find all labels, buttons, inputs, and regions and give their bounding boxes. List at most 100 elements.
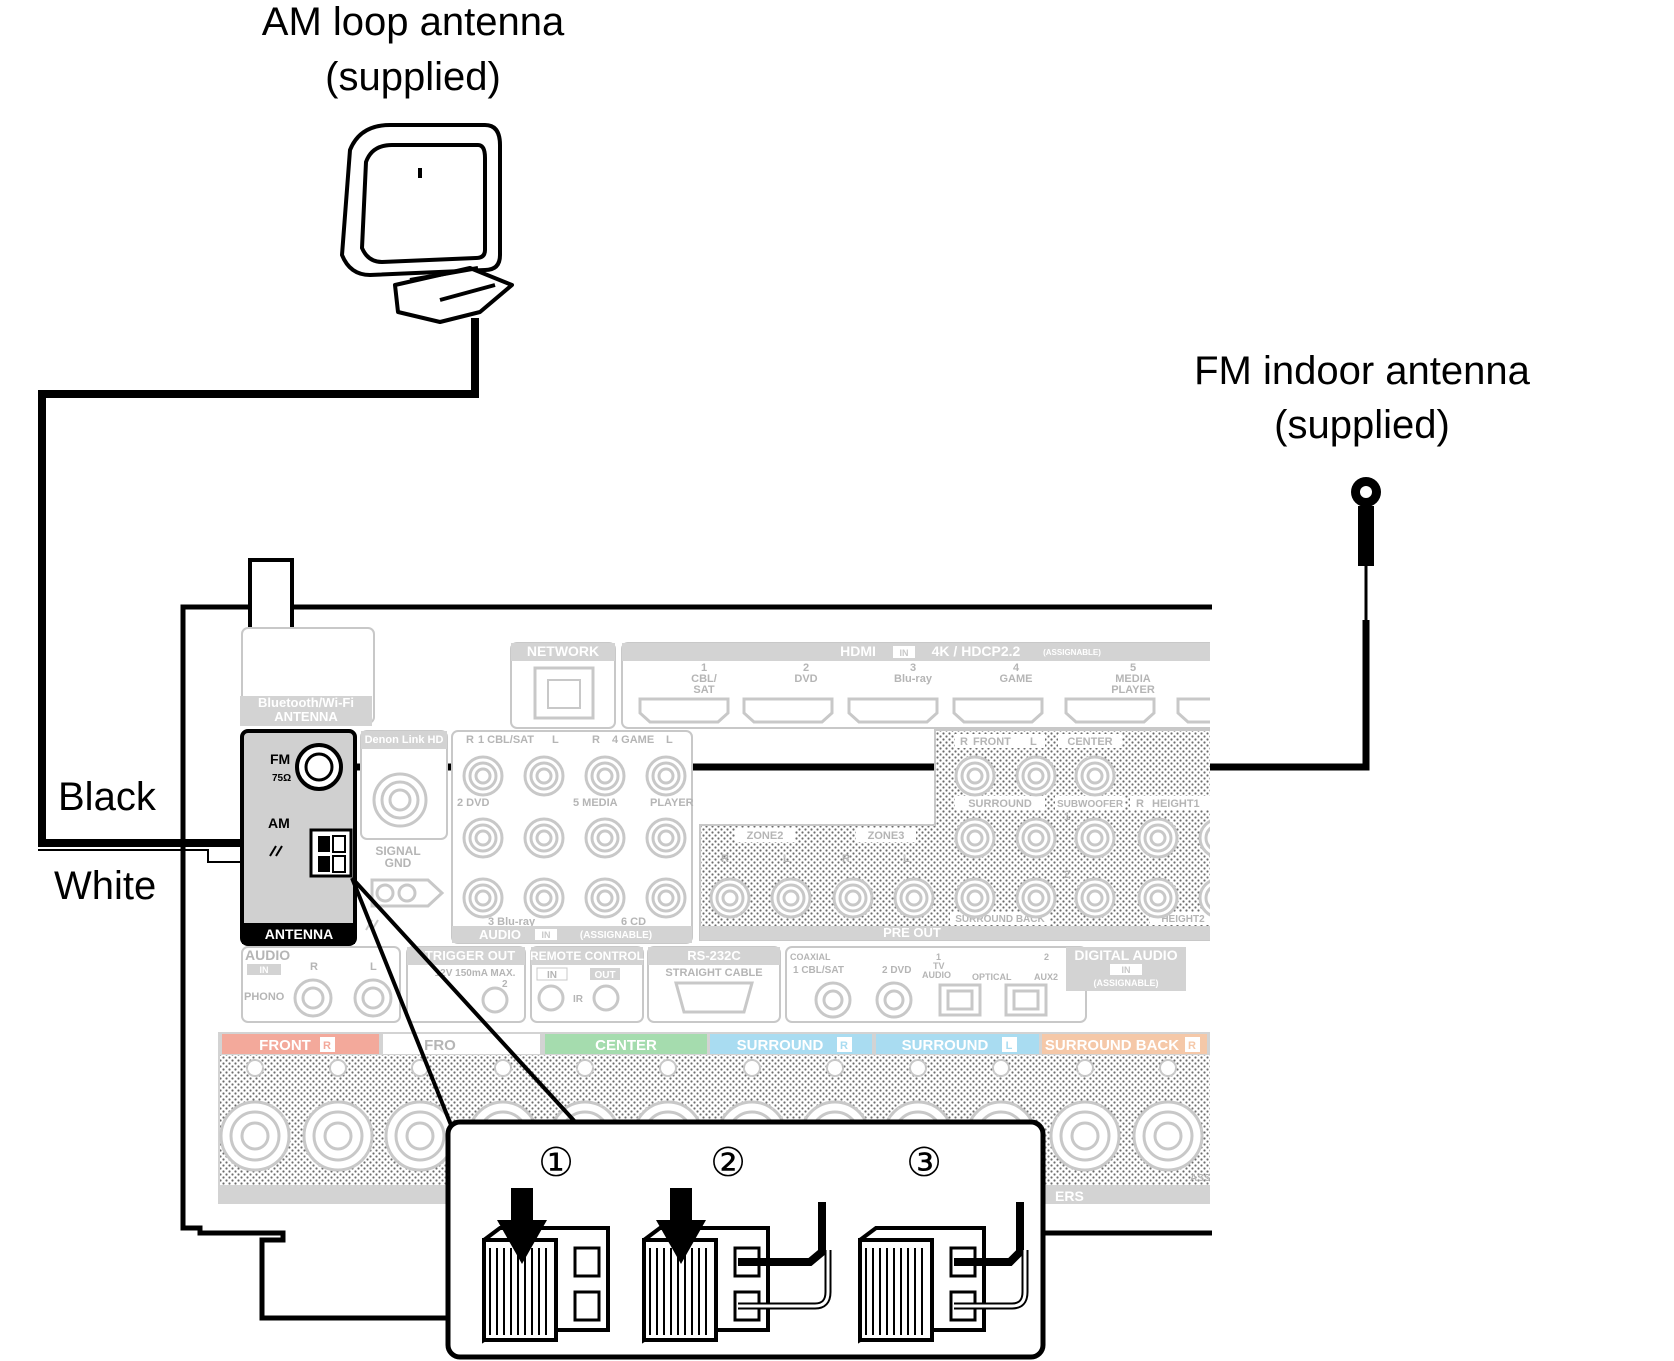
optical-label: OPTICAL bbox=[972, 972, 1012, 982]
aux2-label: AUX2 bbox=[1034, 972, 1058, 982]
audio-row2-left: 2 DVD bbox=[457, 797, 489, 809]
fm-jack-label: FM bbox=[270, 751, 290, 767]
fm-indoor-antenna-icon bbox=[1351, 477, 1381, 622]
zone3-r: R bbox=[842, 853, 850, 865]
audio-label: AUDIO bbox=[479, 927, 521, 942]
audio-jack-11 bbox=[584, 877, 626, 919]
step-1-press-arrow-icon bbox=[497, 1188, 547, 1264]
hdmi-input-1-name2: SAT bbox=[693, 684, 714, 696]
opt-1-label: 1 bbox=[936, 952, 941, 962]
remote-in-label: IN bbox=[547, 970, 557, 981]
spk-surround-r-ch: R bbox=[840, 1040, 848, 1052]
audio-jack-10 bbox=[523, 877, 565, 919]
pre-sub-1: 1 bbox=[1064, 811, 1070, 823]
step-3-terminal-icon bbox=[858, 1202, 1029, 1344]
am-wire-insertion-callout: ① ② ③ bbox=[350, 876, 1046, 1360]
spk-front-r-ch: R bbox=[323, 1040, 331, 1052]
audio-row2-right: PLAYER bbox=[650, 797, 694, 809]
pre-surround-back-label: SURROUND BACK bbox=[955, 914, 1045, 925]
am-antenna-cable bbox=[38, 318, 479, 847]
fm-antenna-caption-line2: (supplied) bbox=[1274, 403, 1450, 447]
phono-r: R bbox=[310, 961, 318, 973]
remote-ir-label: IR bbox=[573, 994, 584, 1005]
hdmi-input-1-num: 1 bbox=[701, 662, 707, 674]
zone2-label: ZONE2 bbox=[747, 830, 784, 842]
preout-jack-9 bbox=[709, 877, 751, 919]
spk-surround-r-label: SURROUND bbox=[737, 1037, 824, 1054]
digital-assignable-label: (ASSIGNABLE) bbox=[1094, 978, 1159, 988]
digital-in-label: IN bbox=[1122, 965, 1131, 975]
rs232c-label: RS-232C bbox=[687, 948, 741, 963]
zone2-l: L bbox=[783, 853, 790, 865]
black-wire-label: Black bbox=[58, 775, 157, 819]
trigger-spec-label: 12V 150mA MAX. bbox=[435, 968, 516, 979]
pre-sub-2: 2 bbox=[1064, 869, 1070, 881]
hdmi-input-3-num: 3 bbox=[910, 662, 916, 674]
fm-ohm-label: 75Ω bbox=[272, 773, 291, 784]
preout-jack-10 bbox=[770, 877, 812, 919]
preout-jack-4 bbox=[954, 817, 996, 859]
step-1-marker: ① bbox=[538, 1140, 574, 1186]
audio-jack-5 bbox=[462, 817, 504, 859]
audio-jack-3 bbox=[584, 755, 626, 797]
preout-jack-16 bbox=[1137, 877, 1179, 919]
audio-row2-mid: 5 MEDIA bbox=[573, 797, 618, 809]
coaxial-label: COAXIAL bbox=[790, 952, 831, 962]
pre-front-label: FRONT bbox=[973, 736, 1011, 748]
bt-antenna-label-2: ANTENNA bbox=[274, 709, 338, 724]
hdmi-input-5-name2: PLAYER bbox=[1111, 684, 1155, 696]
pre-surround-label: SURROUND bbox=[968, 798, 1032, 810]
am-terminal[interactable] bbox=[309, 828, 353, 878]
hdmi-input-5-name: MEDIA bbox=[1115, 673, 1151, 685]
step-3-marker: ③ bbox=[906, 1140, 942, 1186]
am-terminal-label: AM bbox=[268, 815, 290, 831]
hdmi-input-5-num: 5 bbox=[1130, 662, 1136, 674]
spk-front-l-label: FRO bbox=[424, 1037, 456, 1054]
preout-jack-7 bbox=[1137, 817, 1179, 859]
step-2-press-arrow-icon bbox=[656, 1188, 706, 1264]
zone3-label: ZONE3 bbox=[868, 830, 905, 842]
bt-antenna-label-1: Bluetooth/Wi-Fi bbox=[258, 695, 354, 710]
preout-jack-6 bbox=[1074, 817, 1116, 859]
pre-front-l: L bbox=[1030, 736, 1037, 748]
opt-audio-label: AUDIO bbox=[922, 970, 951, 980]
pre-height2-label: HEIGHT2 bbox=[1161, 914, 1205, 925]
pre-subwoofer-label: SUBWOOFER bbox=[1057, 799, 1124, 810]
preout-jack-3 bbox=[1074, 755, 1116, 797]
signal-gnd-label-2: GND bbox=[385, 856, 412, 870]
audio-row3-right: 6 CD bbox=[621, 916, 646, 928]
spk-surround-l-ch: L bbox=[1006, 1040, 1013, 1052]
speaker-post-12 bbox=[1132, 1059, 1204, 1172]
preout-jack-14 bbox=[1015, 877, 1057, 919]
opt-2-label: 2 bbox=[1044, 952, 1049, 962]
audio-jack-9 bbox=[462, 877, 504, 919]
audio-jack-2 bbox=[523, 755, 565, 797]
speaker-post-11 bbox=[1049, 1059, 1121, 1172]
am-loop-antenna-icon bbox=[340, 123, 514, 324]
phono-audio-label: AUDIO bbox=[245, 947, 290, 963]
pre-height1-r: R bbox=[1136, 798, 1144, 810]
audio-row1-left: 1 CBL/SAT bbox=[478, 734, 534, 746]
audio-ch-r-1: R bbox=[466, 734, 474, 746]
audio-jack-6 bbox=[523, 817, 565, 859]
spk-surround-back-r-label: SURROUND BACK bbox=[1045, 1037, 1179, 1054]
pre-height1-label: HEIGHT1 bbox=[1152, 798, 1200, 810]
audio-jack-4 bbox=[645, 755, 687, 797]
preout-jack-15 bbox=[1074, 877, 1116, 919]
audio-jack-12 bbox=[645, 877, 687, 919]
coax-1-label: 1 CBL/SAT bbox=[793, 965, 844, 976]
phono-in-label: IN bbox=[260, 965, 269, 975]
spk-surround-l-label: SURROUND bbox=[902, 1037, 989, 1054]
preout-jacks bbox=[709, 755, 1210, 919]
audio-ch-l-2: L bbox=[666, 734, 673, 746]
speaker-post-1 bbox=[219, 1059, 291, 1172]
step-2-marker: ② bbox=[710, 1140, 746, 1186]
am-antenna-caption-line1: AM loop antenna bbox=[262, 0, 565, 44]
hdmi-input-4-name: GAME bbox=[1000, 673, 1033, 685]
audio-jacks bbox=[462, 755, 687, 919]
preout-jack-8 bbox=[1198, 819, 1210, 857]
pre-out-label: PRE OUT bbox=[883, 925, 941, 940]
preout-jack-17 bbox=[1198, 879, 1210, 917]
hdmi-input-2-num: 2 bbox=[803, 662, 809, 674]
